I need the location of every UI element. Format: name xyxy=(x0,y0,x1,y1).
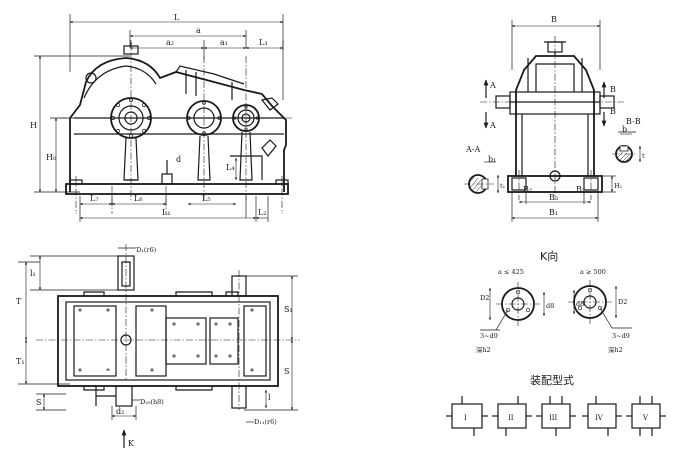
k-right-D2: D2 xyxy=(618,298,627,306)
dim-a1: a₁ xyxy=(220,38,228,47)
label-B-bottom: B xyxy=(610,107,616,116)
label-d2: d₂ xyxy=(116,407,124,416)
label-D11: D₁₁(r6) xyxy=(254,418,277,426)
assembly-type-1: I xyxy=(446,396,488,436)
k-left-cond: a ≤ 425 xyxy=(498,268,524,276)
label-S1: S₁ xyxy=(284,305,293,314)
k-view-title: K向 xyxy=(540,249,558,263)
assembly-type-3-label: III xyxy=(549,414,558,422)
assembly-title: 装配型式 xyxy=(530,373,574,387)
dim-a: a xyxy=(196,26,201,35)
k-right-hole: 3~d9 xyxy=(612,332,630,340)
label-B1: B₁ xyxy=(549,208,558,217)
label-s: S xyxy=(36,398,41,407)
assembly-type-3: III xyxy=(536,396,576,436)
label-K: K xyxy=(128,439,135,448)
assembly-type-4-label: IV xyxy=(595,414,604,422)
dim-L1: L₁ xyxy=(162,208,171,217)
label-A-bottom: A xyxy=(489,121,496,130)
side-view: B A A B B xyxy=(464,15,645,222)
k-view: K向 a ≤ 425 a ≥ 500 D2 d8 3~d9 深h2 d8 D2 … xyxy=(476,249,632,354)
label-D1: D₁(r6) xyxy=(136,246,157,254)
label-B-top: B xyxy=(610,85,616,94)
dim-L7: L₇ xyxy=(90,194,99,203)
front-view: L a a₂ a₁ L₃ H H₀ xyxy=(30,13,292,222)
dim-H: H xyxy=(30,121,37,130)
label-t: t xyxy=(642,152,645,160)
k-left-hole: 3~d9 xyxy=(480,332,498,340)
k-left-D2: D2 xyxy=(480,294,489,302)
k-right-cond: a ≥ 500 xyxy=(580,268,606,276)
assembly-types: 装配型式 I II III xyxy=(446,373,666,436)
label-A-top: A xyxy=(489,81,496,90)
label-t1: t₁ xyxy=(500,182,506,190)
assembly-type-2-label: II xyxy=(508,414,514,422)
dim-B: B xyxy=(551,15,557,24)
label-D20: D₂₀(h8) xyxy=(140,398,164,406)
label-T: T xyxy=(16,297,22,306)
label-A-A: A-A xyxy=(465,145,480,154)
label-B2-right: B₂ xyxy=(576,185,585,194)
dim-L3: L₃ xyxy=(259,38,268,47)
label-B-B: B-B xyxy=(626,117,641,126)
label-S: S xyxy=(284,367,289,376)
dim-L: L xyxy=(174,13,180,22)
label-b: b xyxy=(622,125,627,134)
dim-a2: a₂ xyxy=(166,38,174,47)
label-d: d xyxy=(176,155,181,164)
k-left-depth: 深h2 xyxy=(476,345,491,354)
k-right-depth: 深h2 xyxy=(608,345,623,354)
assembly-type-5: V xyxy=(626,396,666,436)
assembly-type-2: II xyxy=(492,396,532,436)
assembly-type-4: IV xyxy=(582,396,622,436)
label-l: l xyxy=(268,393,271,402)
dim-L2: L₂ xyxy=(258,208,267,217)
label-B2-left: B₂ xyxy=(523,185,532,194)
dim-H0: H₀ xyxy=(46,153,56,162)
label-b1: b₁ xyxy=(488,155,496,164)
dim-L5: L₅ xyxy=(202,194,211,203)
dim-L4: L₄ xyxy=(226,163,235,172)
label-T1: T₁ xyxy=(16,357,25,366)
dim-L6: L₆ xyxy=(134,194,143,203)
label-H1: H₁ xyxy=(614,182,623,190)
assembly-type-5-label: V xyxy=(642,414,649,422)
k-right-d8: d8 xyxy=(576,300,584,308)
k-left-d8: d8 xyxy=(546,302,554,310)
label-B3: B₃ xyxy=(549,193,558,202)
assembly-type-1-label: I xyxy=(464,414,467,422)
label-l1: l₁ xyxy=(30,269,36,278)
plan-view: D₁(r6) l₁ T T₁ S xyxy=(16,244,300,448)
